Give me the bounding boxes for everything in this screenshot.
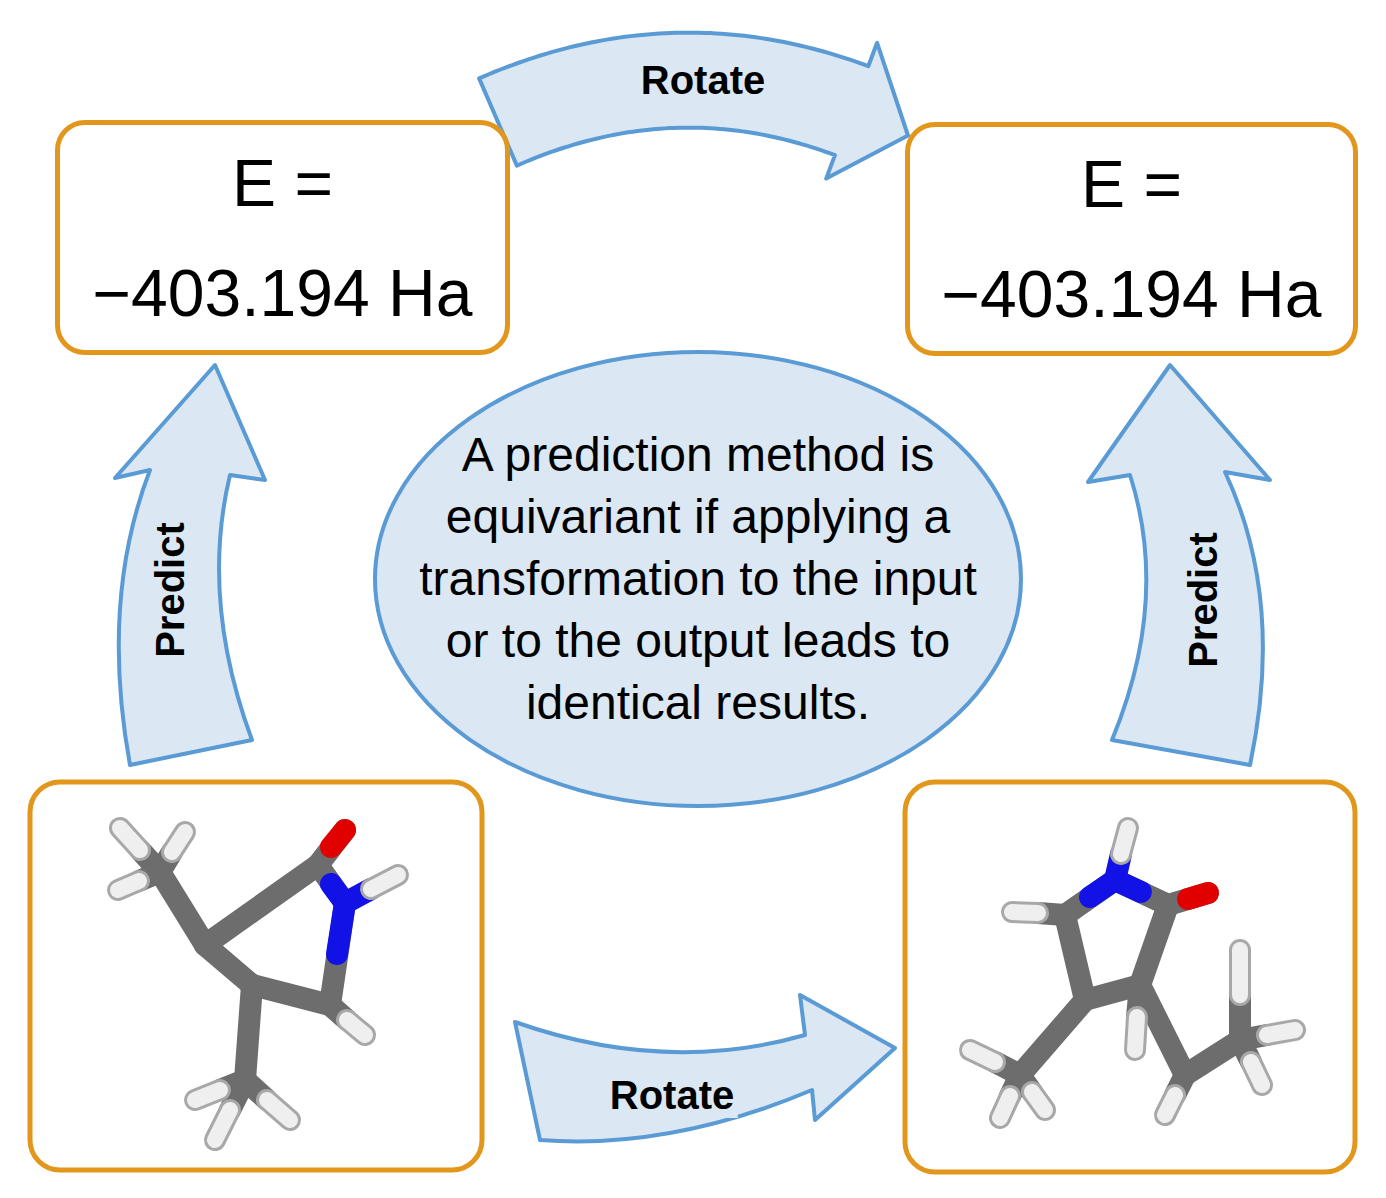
molecule — [1229, 950, 1251, 995]
molecule — [1140, 905, 1168, 985]
molecule — [1165, 1095, 1175, 1115]
node-text: E = −403.194 Ha — [89, 128, 477, 348]
energy-box: E = −403.194 Ha — [55, 120, 510, 355]
node-text: A prediction method is equivariant if ap… — [406, 424, 991, 734]
molecule — [1032, 1092, 1045, 1110]
arrow-label: Predict — [1180, 528, 1226, 672]
definition-ellipse: A prediction method is equivariant if ap… — [373, 350, 1023, 808]
molecule — [1032, 1092, 1045, 1110]
molecule — [1000, 1096, 1010, 1118]
molecule — [118, 881, 139, 890]
molecule — [1251, 1062, 1262, 1085]
molecule — [120, 828, 140, 850]
molecule — [1232, 950, 1248, 995]
molecule — [331, 830, 345, 847]
arrow-label: Rotate — [606, 1072, 738, 1118]
molecule — [347, 1020, 365, 1035]
molecule — [330, 903, 345, 1005]
arrow-label: Predict — [147, 518, 193, 662]
molecule — [245, 985, 252, 1080]
molecule — [371, 875, 398, 889]
molecule — [1135, 1017, 1137, 1050]
molecule — [318, 830, 345, 865]
molecule — [1251, 1062, 1262, 1085]
molecule — [371, 875, 398, 889]
molecule — [118, 881, 139, 890]
molecule — [1267, 1030, 1295, 1035]
ellipse-outline — [375, 352, 1021, 806]
molecule — [1121, 828, 1128, 854]
molecule — [215, 1110, 230, 1140]
molecule — [970, 1050, 995, 1062]
molecule — [267, 1100, 290, 1120]
predict-arrow — [115, 365, 265, 765]
molecule — [172, 832, 185, 852]
rotate-arrow — [479, 33, 908, 179]
molecule — [970, 828, 1295, 1118]
molecule-frame — [905, 782, 1355, 1172]
molecule — [252, 985, 330, 1005]
molecule — [1168, 893, 1208, 905]
molecule — [347, 1020, 365, 1035]
rotate-arrow — [515, 995, 895, 1141]
molecule — [215, 1110, 230, 1140]
molecule — [1267, 1030, 1295, 1035]
molecule — [1135, 1017, 1137, 1050]
molecule — [195, 1090, 220, 1100]
molecule — [1000, 1096, 1010, 1118]
molecule — [118, 828, 398, 1140]
molecule — [172, 832, 185, 852]
molecule — [1012, 912, 1038, 913]
molecule — [205, 865, 318, 945]
molecule — [1121, 828, 1128, 854]
molecule — [1012, 912, 1038, 913]
predict-arrow — [1088, 365, 1270, 765]
molecule — [970, 1050, 995, 1062]
molecule — [267, 1100, 290, 1120]
energy-box: E = −403.194 Ha — [905, 122, 1358, 356]
molecule — [120, 828, 140, 850]
arrow-label: Rotate — [637, 57, 769, 103]
molecule — [1065, 915, 1085, 1000]
molecule — [1020, 1000, 1085, 1075]
molecule — [160, 872, 205, 945]
molecule — [1165, 1095, 1175, 1115]
molecule-frame — [30, 782, 482, 1170]
node-text: E = −403.194 Ha — [938, 129, 1326, 349]
molecule — [195, 1090, 220, 1100]
molecule — [1188, 893, 1208, 899]
